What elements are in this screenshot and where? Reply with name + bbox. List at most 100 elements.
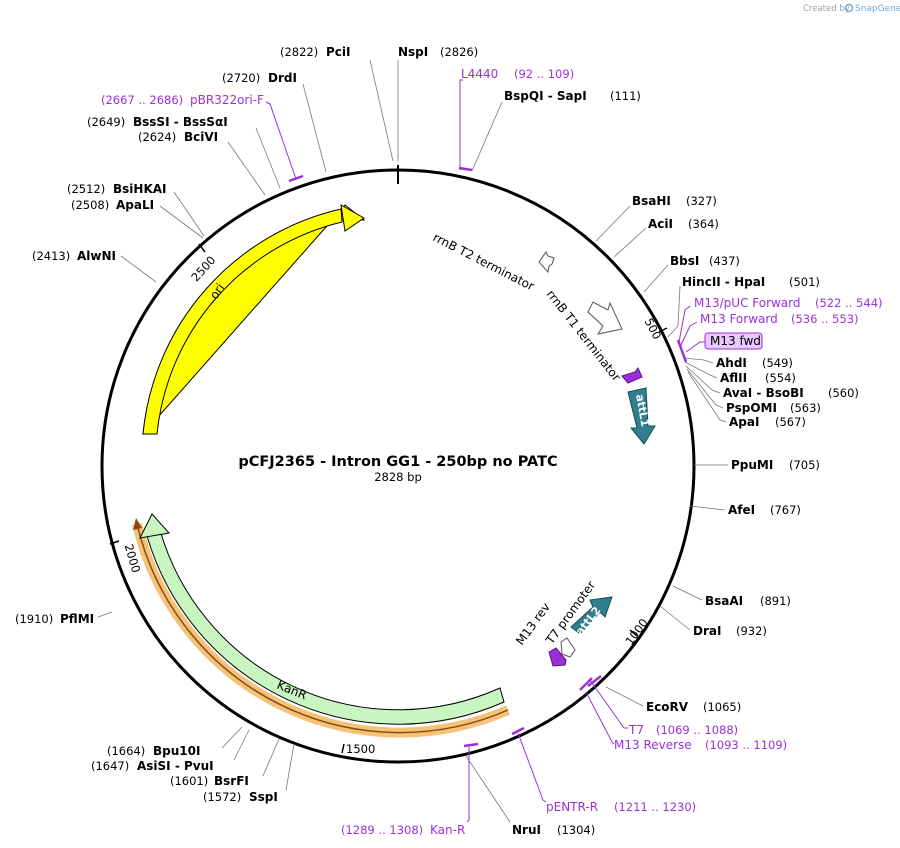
- attl1-label: attL1: [633, 393, 651, 427]
- enzyme-asisi[interactable]: (1647) AsiSI - PvuI: [91, 729, 250, 773]
- svg-text:SspI: SspI: [249, 790, 278, 804]
- enzyme-bsahi[interactable]: BsaHI (327): [595, 194, 717, 242]
- svg-text:BssSI - BssSαI: BssSI - BssSαI: [133, 115, 228, 129]
- tick-label-2500: 2500: [188, 253, 218, 284]
- svg-text:NspI: NspI: [398, 45, 428, 59]
- plasmid-name: pCFJ2365 - Intron GG1 - 250bp no PATC: [238, 454, 557, 470]
- svg-text:(932): (932): [736, 624, 767, 638]
- enzyme-drdi[interactable]: (2720) DrdI: [222, 71, 327, 173]
- svg-text:(2624): (2624): [138, 130, 176, 144]
- svg-text:(1211 .. 1230): (1211 .. 1230): [614, 800, 696, 814]
- enzyme-bsihkai[interactable]: (2512) BsiHKAI: [67, 182, 205, 237]
- rrnb-t1-feature[interactable]: rrnB T1 terminator: [544, 287, 624, 384]
- svg-text:(501): (501): [789, 275, 820, 289]
- enzyme-avai[interactable]: AvaI - BsoBI (560): [685, 365, 859, 400]
- primer-l4440[interactable]: L4440 (92 .. 109): [458, 67, 574, 172]
- svg-text:pENTR-R: pENTR-R: [546, 800, 598, 814]
- svg-text:AsiSI - PvuI: AsiSI - PvuI: [137, 759, 214, 773]
- m13-fwd-feature-arrow[interactable]: [621, 367, 643, 384]
- rrnb-t2-feature[interactable]: rrnB T2 terminator: [431, 230, 555, 293]
- svg-text:(2822): (2822): [280, 45, 318, 59]
- svg-text:(563): (563): [790, 401, 821, 415]
- primer-m13r[interactable]: M13 Reverse (1093 .. 1109): [585, 675, 787, 752]
- svg-text:(891): (891): [760, 594, 791, 608]
- svg-text:AflII: AflII: [720, 371, 747, 385]
- m13-fwd-box[interactable]: M13 fwd: [676, 332, 763, 363]
- svg-text:(522 .. 544): (522 .. 544): [815, 296, 883, 310]
- svg-text:(560): (560): [828, 386, 859, 400]
- tick-2500: 2500: [188, 243, 218, 284]
- svg-text:(549): (549): [762, 356, 793, 370]
- svg-text:(437): (437): [709, 254, 740, 268]
- kanr-feature[interactable]: KanR: [139, 513, 505, 725]
- primer-pbr322[interactable]: (2667 .. 2686) pBR322ori-F: [101, 93, 304, 183]
- svg-text:PciI: PciI: [326, 45, 351, 59]
- svg-text:EcoRV: EcoRV: [646, 700, 689, 714]
- svg-text:(92 .. 109): (92 .. 109): [514, 67, 574, 81]
- enzyme-acii[interactable]: AciI (364): [613, 217, 719, 258]
- enzyme-alwni[interactable]: (2413) AlwNI: [32, 249, 157, 283]
- primer-m13puc[interactable]: M13/pUC Forward (522 .. 544): [678, 296, 883, 343]
- enzyme-nrui[interactable]: NruI (1304): [465, 755, 595, 837]
- svg-text:(1069 .. 1088): (1069 .. 1088): [656, 723, 738, 737]
- svg-text:(1664): (1664): [107, 744, 145, 758]
- svg-text:DraI: DraI: [693, 624, 721, 638]
- svg-text:(2826): (2826): [440, 45, 478, 59]
- enzyme-afei[interactable]: AfeI (767): [689, 503, 801, 517]
- m13-fwd-box-label: M13 fwd: [710, 334, 761, 348]
- svg-text:AhdI: AhdI: [716, 356, 747, 370]
- svg-text:PflMI: PflMI: [60, 612, 94, 626]
- enzyme-aflii[interactable]: AflII (554): [684, 361, 796, 385]
- ori-feature[interactable]: ori: [142, 204, 366, 436]
- svg-text:ApaLI: ApaLI: [116, 198, 154, 212]
- kanr-orf-feature[interactable]: [132, 518, 510, 738]
- enzyme-ahdi[interactable]: AhdI (549): [682, 356, 793, 370]
- svg-text:(1065): (1065): [703, 700, 741, 714]
- enzyme-bcivi[interactable]: (2624) BciVI: [138, 130, 266, 196]
- svg-text:(2413): (2413): [32, 249, 70, 263]
- svg-text:M13/pUC Forward: M13/pUC Forward: [694, 296, 801, 310]
- svg-text:(567): (567): [775, 415, 806, 429]
- primer-pentr[interactable]: pENTR-R (1211 .. 1230): [511, 726, 696, 814]
- enzyme-bbsi[interactable]: BbsI (437): [643, 254, 740, 293]
- svg-text:AciI: AciI: [648, 217, 673, 231]
- svg-text:(2512): (2512): [67, 182, 105, 196]
- enzyme-drai[interactable]: DraI (932): [659, 605, 767, 638]
- svg-text:DrdI: DrdI: [268, 71, 297, 85]
- enzyme-pspomi[interactable]: PspOMI (563): [686, 368, 821, 415]
- svg-text:(767): (767): [770, 503, 801, 517]
- svg-text:L4440: L4440: [461, 67, 498, 81]
- enzyme-hincii[interactable]: HincII - HpaI (501): [667, 275, 820, 338]
- svg-text:AlwNI: AlwNI: [77, 249, 116, 263]
- enzyme-bspqi[interactable]: BspQI - SapI (111): [471, 89, 641, 172]
- enzyme-bsrfi[interactable]: (1601) BsrFI: [170, 738, 280, 788]
- svg-text:BciVI: BciVI: [184, 130, 218, 144]
- enzyme-ecorv[interactable]: EcoRV (1065): [605, 686, 741, 714]
- enzyme-pflmi[interactable]: (1910) PflMI: [15, 611, 113, 626]
- svg-text:NruI: NruI: [512, 823, 541, 837]
- enzyme-bpu10i[interactable]: (1664) Bpu10I: [107, 726, 243, 758]
- svg-text:AfeI: AfeI: [728, 503, 755, 517]
- svg-text:(327): (327): [686, 194, 717, 208]
- primer-kanr[interactable]: (1289 .. 1308) Kan-R: [341, 742, 479, 837]
- enzyme-bsssi[interactable]: (2649) BssSI - BssSαI: [87, 115, 281, 189]
- enzyme-apali[interactable]: (2508) ApaLI: [71, 198, 204, 239]
- svg-text:BbsI: BbsI: [670, 254, 699, 268]
- enzyme-nspi[interactable]: NspI (2826): [397, 45, 478, 161]
- svg-text:(2720): (2720): [222, 71, 260, 85]
- primer-t7[interactable]: T7 (1069 .. 1088): [579, 677, 738, 737]
- enzyme-apai[interactable]: ApaI (567): [687, 371, 806, 429]
- svg-text:T7: T7: [628, 723, 644, 737]
- enzyme-pcii[interactable]: (2822) PciI: [280, 45, 394, 162]
- svg-text:BsrFI: BsrFI: [214, 774, 249, 788]
- enzyme-sspi[interactable]: (1572) SspI: [203, 743, 295, 804]
- enzyme-bsaai[interactable]: BsaAI (891): [672, 585, 791, 608]
- svg-text:(1093 .. 1109): (1093 .. 1109): [705, 738, 787, 752]
- primer-m13f[interactable]: M13 Forward (536 .. 553): [680, 312, 859, 346]
- svg-text:pBR322ori-F: pBR322ori-F: [190, 93, 264, 107]
- svg-text:(1572): (1572): [203, 790, 241, 804]
- attl1-feature[interactable]: attL1: [627, 387, 656, 445]
- enzyme-ppumi[interactable]: PpuMI (705): [694, 458, 820, 472]
- svg-text:Kan-R: Kan-R: [430, 823, 465, 837]
